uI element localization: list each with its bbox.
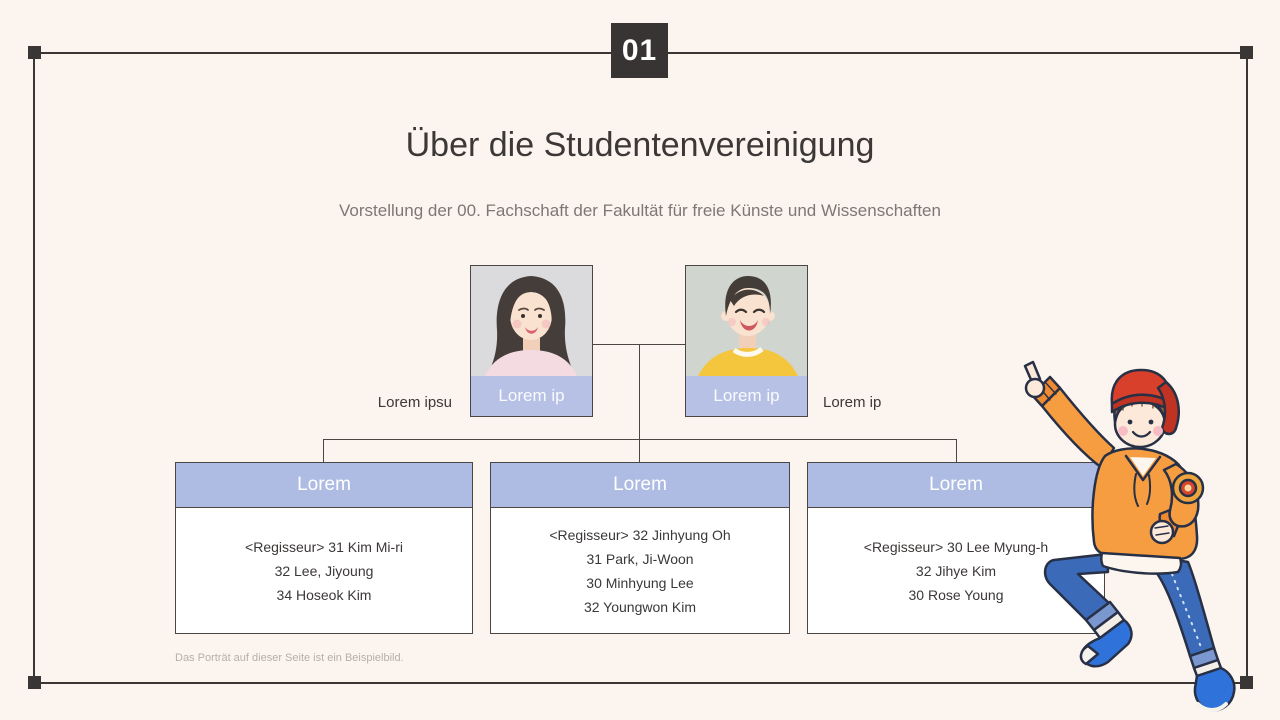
leader-card-right: Lorem ip <box>685 265 808 417</box>
department-1-title: Lorem <box>297 474 351 495</box>
frame-bottom-line <box>34 682 1247 684</box>
member-row: 32 Lee, Jiyoung <box>274 563 374 579</box>
frame-corner-top-right <box>1240 46 1253 59</box>
member-row: 32 Youngwon Kim <box>583 599 697 615</box>
male-student-portrait <box>686 266 807 376</box>
department-2-header: Lorem <box>491 463 789 508</box>
department-3-title: Lorem <box>929 474 983 495</box>
member-row: 30 Minhyung Lee <box>586 575 694 591</box>
slide-number: 01 <box>621 33 658 67</box>
member-row: <Regisseur> 31 Kim Mi-ri <box>245 539 403 555</box>
female-student-portrait <box>471 266 592 376</box>
connector-center-vertical <box>639 344 640 462</box>
department-2-title: Lorem <box>613 474 667 495</box>
portrait-disclaimer-note: Das Porträt auf dieser Seite ist ein Bei… <box>175 652 404 664</box>
leader-side-label-left: Lorem ipsu <box>377 394 452 411</box>
slide-number-badge: 01 <box>611 23 668 78</box>
leader-name-right: Lorem ip <box>713 386 780 405</box>
member-row: <Regisseur> 30 Lee Myung-h <box>863 539 1049 555</box>
department-3-header: Lorem <box>808 463 1104 508</box>
leader-name-bar-right: Lorem ip <box>686 376 807 416</box>
leader-side-label-right: Lorem ip <box>823 394 882 411</box>
member-row: 34 Hoseok Kim <box>276 587 372 603</box>
page-subtitle: Vorstellung der 00. Fachschaft der Fakul… <box>339 201 941 220</box>
member-row: 30 Rose Young <box>908 587 1004 603</box>
department-3-members: <Regisseur> 30 Lee Myung-h 32 Jihye Kim … <box>808 508 1104 634</box>
leader-card-left: Lorem ip <box>470 265 593 417</box>
connector-drop-right <box>956 439 957 462</box>
frame-right-line <box>1246 52 1248 684</box>
connector-departments-horizontal <box>323 439 957 440</box>
page-title: Über die Studentenvereinigung <box>405 126 875 164</box>
department-2-members: <Regisseur> 32 Jinhyung Oh 31 Park, Ji-W… <box>491 508 789 634</box>
member-row: <Regisseur> 32 Jinhyung Oh <box>549 527 731 543</box>
department-box-2: Lorem <Regisseur> 32 Jinhyung Oh 31 Park… <box>490 462 790 634</box>
frame-left-line <box>33 52 35 684</box>
department-1-header: Lorem <box>176 463 472 508</box>
member-row: 32 Jihye Kim <box>915 563 997 579</box>
frame-corner-bottom-left <box>28 676 41 689</box>
leader-name-bar-left: Lorem ip <box>471 376 592 416</box>
frame-corner-top-left <box>28 46 41 59</box>
department-1-members: <Regisseur> 31 Kim Mi-ri 32 Lee, Jiyoung… <box>176 508 472 634</box>
leader-name-left: Lorem ip <box>498 386 565 405</box>
frame-corner-bottom-right <box>1240 676 1253 689</box>
jumping-student-illustration <box>1023 360 1236 712</box>
member-row: 31 Park, Ji-Woon <box>586 551 694 567</box>
department-box-1: Lorem <Regisseur> 31 Kim Mi-ri 32 Lee, J… <box>175 462 473 634</box>
connector-drop-left <box>323 439 324 462</box>
